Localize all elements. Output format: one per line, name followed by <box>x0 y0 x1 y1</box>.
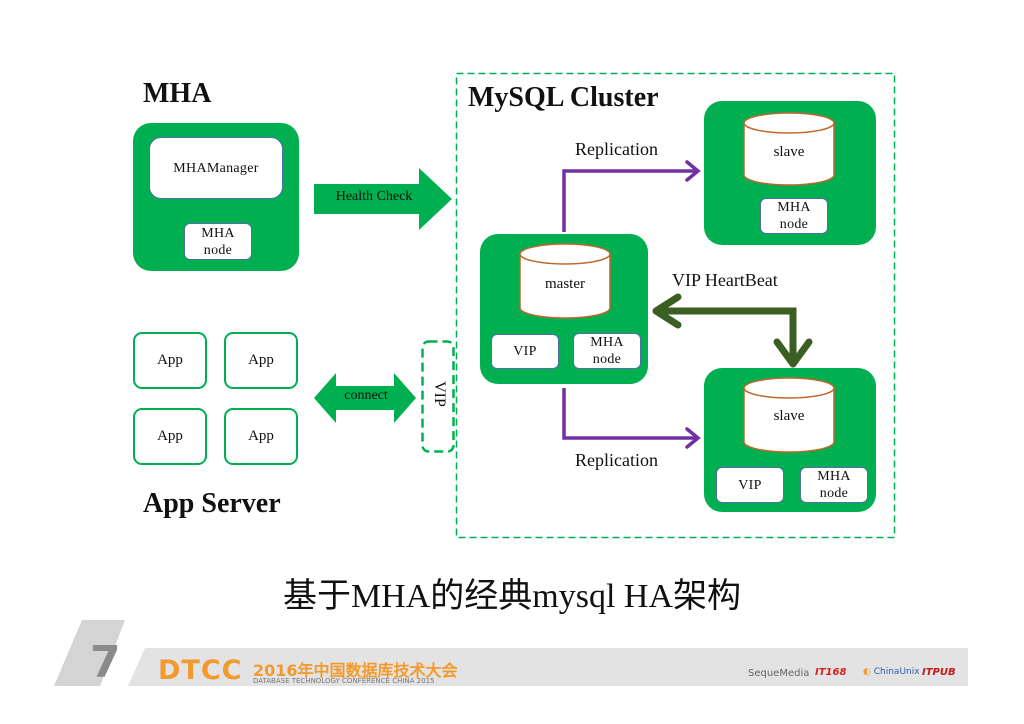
slave-top-node-line1: MHA <box>777 200 811 215</box>
slave-bottom-db-icon <box>743 377 835 453</box>
app-box: App <box>224 408 298 465</box>
replication-bottom-arrowhead <box>685 427 701 449</box>
replication-top-arrow <box>562 169 697 232</box>
mysql-cluster-title: MySQL Cluster <box>468 82 659 113</box>
mha-manager-box: MHAManager MHA node <box>133 123 299 271</box>
mha-node-line1: MHA <box>201 225 235 241</box>
slave-bottom-mha-node: MHA node <box>800 467 868 503</box>
master-node-line2: node <box>592 352 622 367</box>
app-server-title: App Server <box>143 488 281 519</box>
slave-bottom-box: slave VIP MHA node <box>704 368 876 512</box>
replication-arrows <box>562 160 701 449</box>
mha-title: MHA <box>143 78 212 109</box>
replication-top-arrowhead <box>685 160 701 182</box>
master-db-icon <box>519 243 611 319</box>
slave-top-db-label: slave <box>773 144 805 160</box>
vip-label: VIP <box>431 381 448 407</box>
sponsor-chinaunix-logo: ◐ ChinaUnix <box>863 667 920 677</box>
app-box: App <box>224 332 298 389</box>
footer-conference-subtitle: DATABASE TECHNOLOGY CONFERENCE CHINA 201… <box>253 677 435 685</box>
master-mha-node: MHA node <box>573 333 641 369</box>
master-node-line1: MHA <box>590 335 624 350</box>
master-box: master VIP MHA node <box>480 234 648 384</box>
heartbeat-label: VIP HeartBeat <box>672 270 778 290</box>
slave-top-db-icon <box>743 112 835 186</box>
footer-conference-title: 2016年中国数据库技术大会 <box>253 661 458 680</box>
mha-node-line2: node <box>203 242 233 258</box>
replication-top-label: Replication <box>575 139 658 159</box>
chinaunix-circle-icon: ◐ <box>863 667 871 677</box>
slave-bottom-node-line1: MHA <box>817 469 851 484</box>
footer-background <box>54 620 968 686</box>
app-box: App <box>133 408 207 465</box>
footer-dtcc-logo: DTCC <box>158 655 243 686</box>
slave-bottom-node-line2: node <box>819 486 849 501</box>
sponsor-it168-logo: IT168 <box>815 667 847 678</box>
slave-top-node-line2: node <box>779 217 809 232</box>
vip-dashed-box <box>421 340 455 453</box>
app-box: App <box>133 332 207 389</box>
footer-seven-mosaic-icon: 7 <box>90 637 121 688</box>
replication-bottom-arrow <box>562 388 697 440</box>
health-check-arrow <box>314 168 452 230</box>
slave-bottom-db-label: slave <box>773 408 805 424</box>
connect-arrow <box>314 373 416 423</box>
mha-node-box: MHA node <box>184 223 252 260</box>
footer-banner: 7 DTCC 2016年中国数据库技术大会 DATABASE TECHNOLOG… <box>0 620 1024 710</box>
connect-label: connect <box>344 388 388 403</box>
master-db-label: master <box>545 276 585 292</box>
slave-top-mha-node: MHA node <box>760 198 828 234</box>
sponsor-chinaunix-text: ChinaUnix <box>873 667 920 677</box>
sponsor-itpub-logo: ITPUB <box>922 667 956 678</box>
slave-top-box: slave MHA node <box>704 101 876 245</box>
diagram-caption: 基于MHA的经典mysql HA架构 <box>282 578 742 615</box>
sponsor-sequemedia-logo: SequeMedia <box>748 668 810 679</box>
mha-manager-label: MHAManager <box>149 137 283 199</box>
master-vip-box: VIP <box>491 334 559 369</box>
health-check-label: Health Check <box>335 189 413 204</box>
replication-bottom-label: Replication <box>575 450 658 470</box>
slave-bottom-vip-box: VIP <box>716 467 784 503</box>
heartbeat-arrow <box>652 293 813 368</box>
